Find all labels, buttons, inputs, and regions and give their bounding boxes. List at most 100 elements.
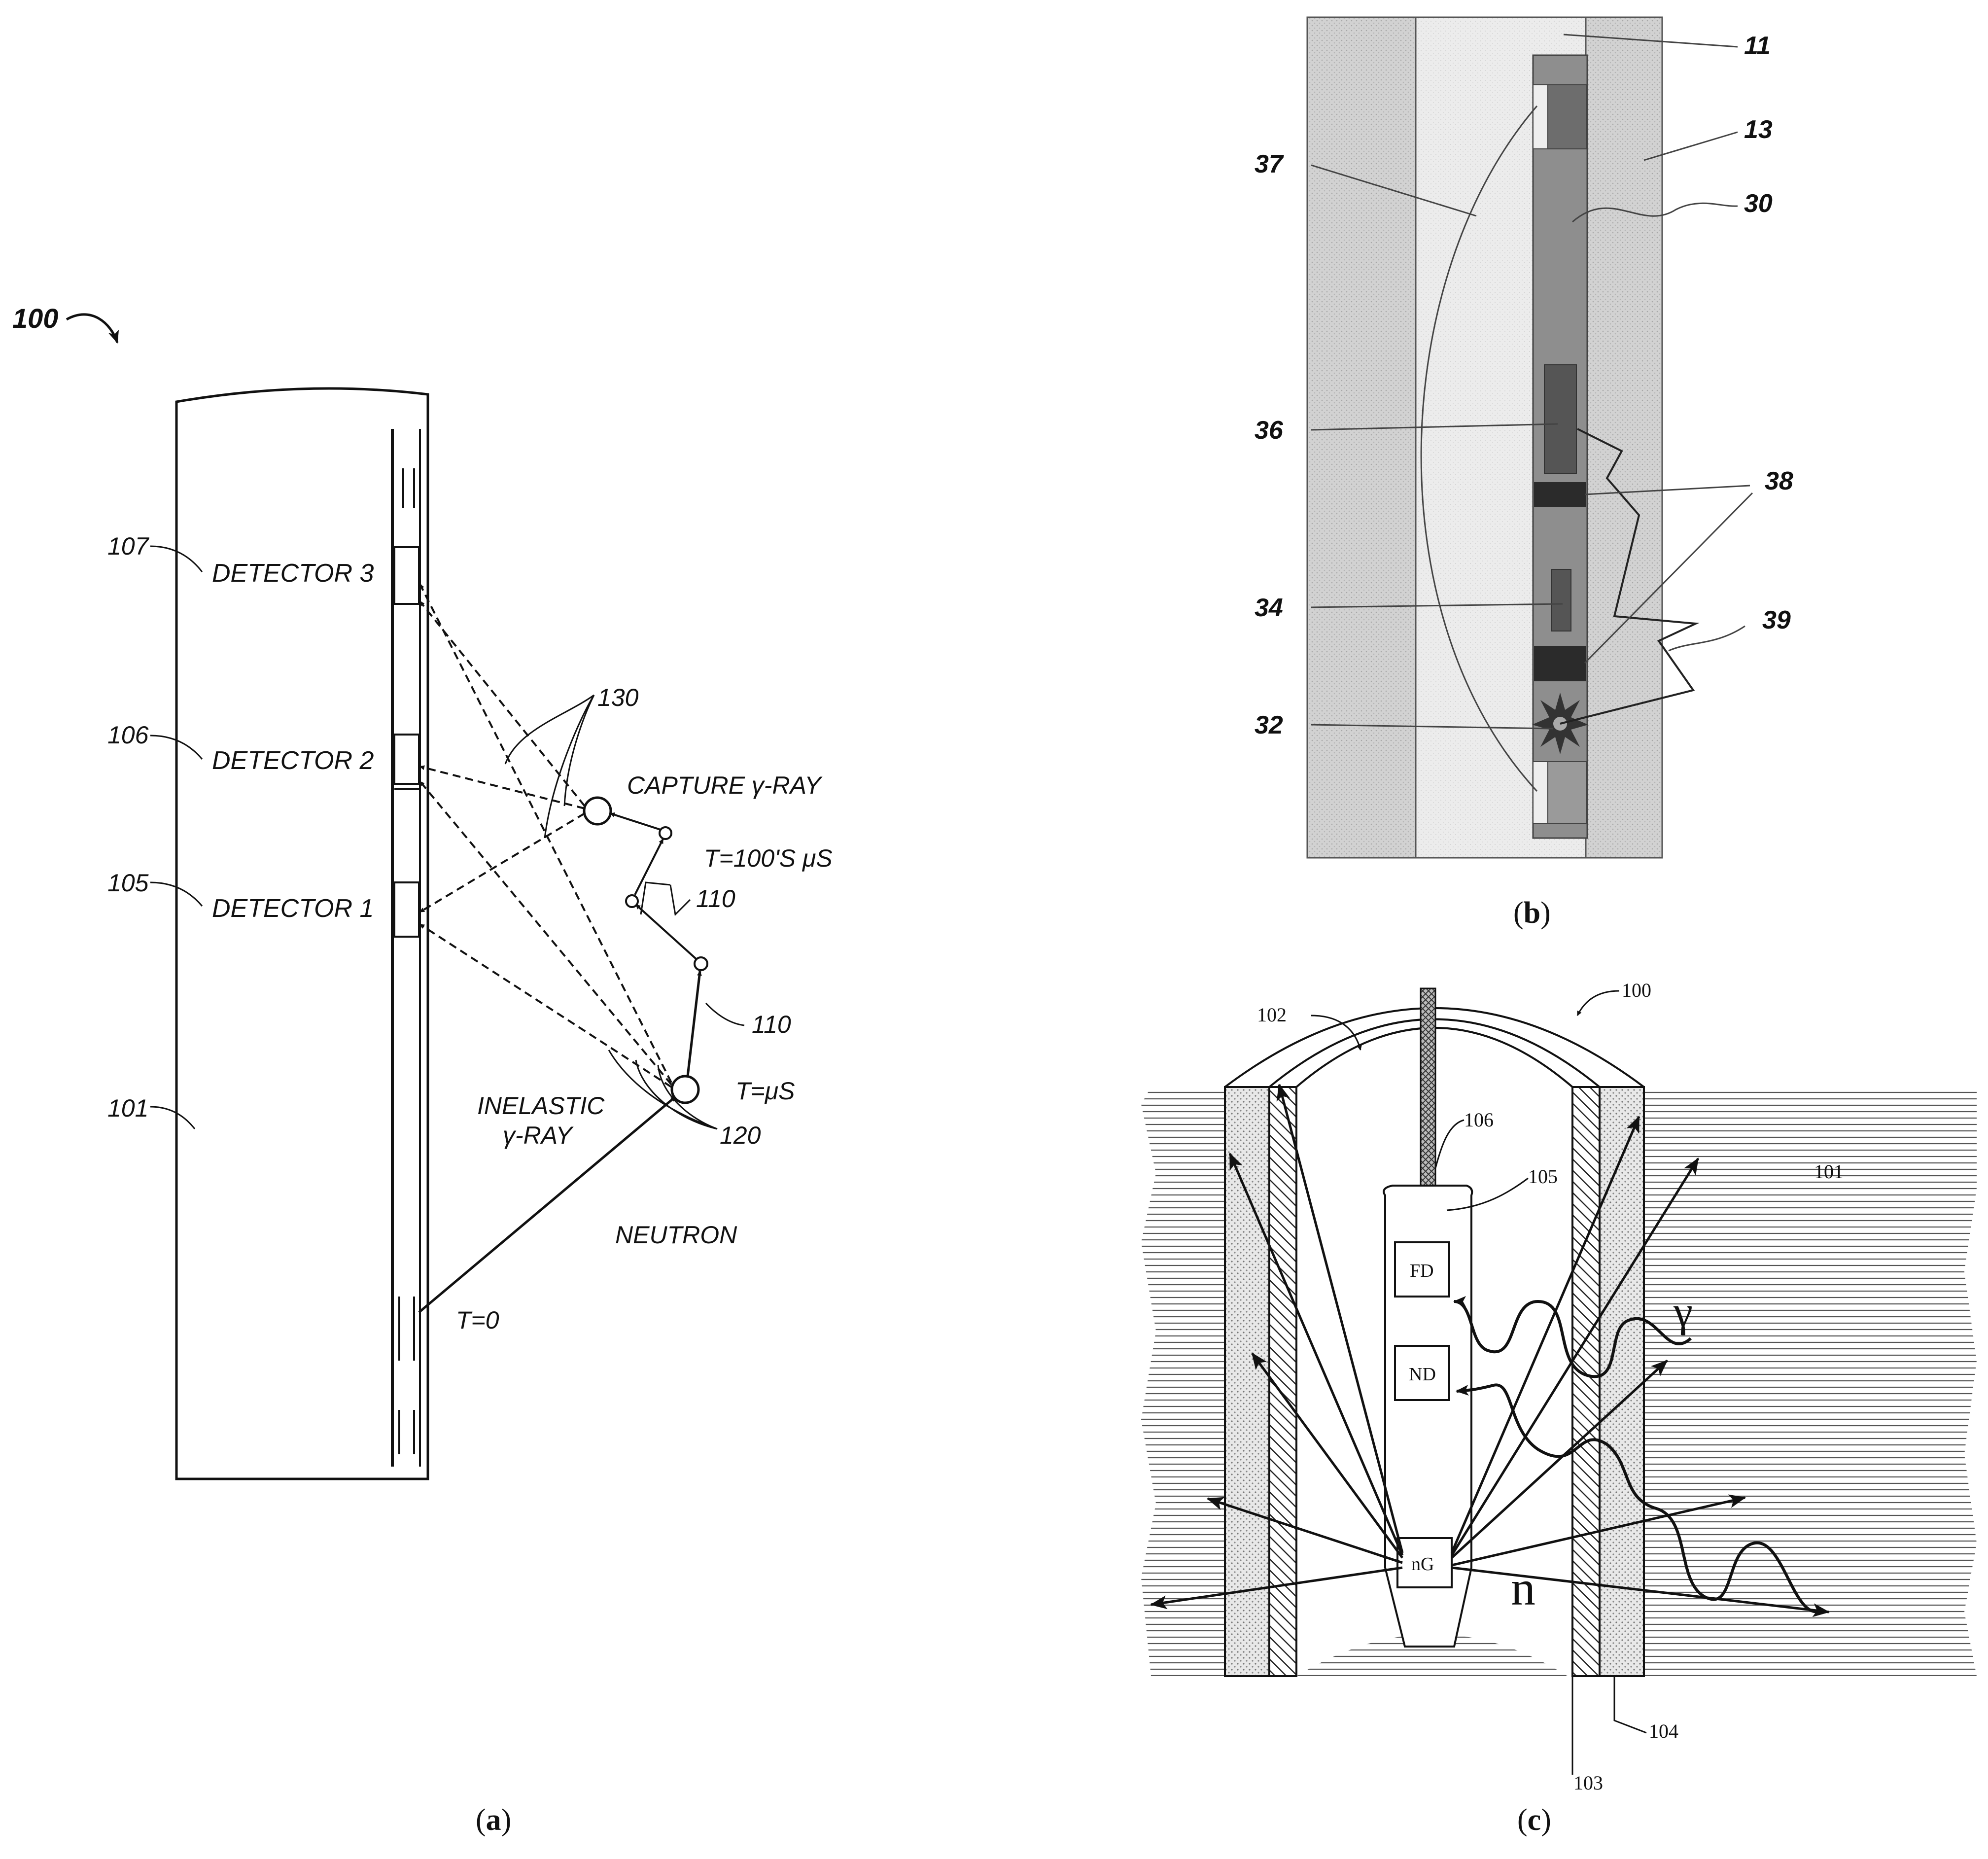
inelastic-label-line2: γ-RAY [503,1122,574,1149]
measurement-arc-37 [1420,105,1538,792]
ref-100-label: 100 [12,303,58,334]
ref-36-leader [1311,423,1558,431]
wireline-cable-106 [1420,987,1436,1196]
ref-105-leader [150,881,203,907]
cement-104-left [1224,1086,1270,1677]
neutron-path [418,1096,676,1313]
inelastic-ray-to-det3 [419,584,672,1083]
neutron-scatter-path [610,812,661,831]
ref-106-leader [1434,1119,1465,1169]
time-zero-label: T=0 [456,1306,499,1334]
ref-100-label: 100 [1622,979,1651,1001]
neutron-arrow [1150,1566,1403,1610]
ref-30-label: 30 [1744,189,1773,218]
ref-120-leader [635,1059,718,1130]
capture-event-circle [583,796,612,826]
ref-120-leader [657,1064,718,1130]
formation-left [1141,1087,1225,1676]
ref-101-label: 101 [107,1094,148,1122]
ref-110b-leader [705,1002,745,1026]
ref-36-label: 36 [1255,416,1284,445]
panel-a: 100 107 DETECTOR 3 106 DETECTOR 2 105 DE… [12,303,833,1837]
inelastic-ray-to-det2 [419,780,672,1086]
casing-103-right [1571,1086,1601,1677]
neutron-radiation-arrows [1150,1084,1830,1617]
ref-106-label: 106 [107,721,149,749]
ref-106-label: 106 [1464,1109,1494,1131]
neutron-symbol: n [1511,1561,1535,1615]
gamma-symbol: γ [1673,1288,1693,1336]
gamma-wave-to-nd [1456,1383,1825,1613]
neutron-arrow [1450,1116,1640,1553]
detector-2-box [393,734,420,785]
detector-3-label: DETECTOR 3 [212,559,374,588]
neutron-arrow [1207,1497,1403,1564]
ref-104-leader [1613,1676,1647,1734]
capture-ray-to-det1 [419,812,586,913]
ref-103-label: 103 [1573,1772,1603,1794]
gamma-rays [419,584,672,1088]
particle-path-39 [1560,428,1700,725]
ref-104-label: 104 [1649,1720,1678,1742]
shield-38-lower [1534,646,1586,681]
capture-ray-to-det2 [419,765,585,809]
panel-b: 11 13 37 30 36 38 34 39 32 (b) [1255,16,1793,930]
caption-c: (c) [1517,1803,1551,1837]
time-us-label: T=μS [735,1077,795,1105]
neutron-generator-box [1396,1537,1453,1588]
ref-100-arrow [66,313,119,344]
neutron-scatter-path [686,971,702,1077]
ref-34-label: 34 [1255,594,1283,622]
tool-body [175,387,429,1480]
neutron-arrow [1451,1360,1668,1559]
ref-37-leader [1311,164,1477,217]
ref-32-leader [1311,724,1553,730]
ref-101-label: 101 [1814,1160,1844,1183]
centralizer-bottom [1533,761,1548,824]
neutron-arrow [1450,1157,1700,1556]
detector-2-label: DETECTOR 2 [212,746,374,775]
ref-120-label: 120 [720,1122,761,1149]
ref-38-leader-a [1584,485,1750,495]
ref-101-leader [150,1106,196,1129]
formation-bottom [1296,1634,1568,1676]
ref-11-leader [1563,34,1738,48]
far-detector-box [1394,1241,1450,1298]
ref-39-leader [1668,625,1745,652]
neutron-arrow [1251,1352,1404,1559]
scatter-point [625,894,639,908]
neutron-scatter-path [635,904,697,960]
ref-107-leader [150,545,203,572]
ref-130-leader [544,695,595,839]
ref-38-label: 38 [1765,467,1793,495]
fd-label: FD [1410,1261,1434,1281]
nd-label: ND [1409,1364,1436,1385]
inelastic-event-circle [670,1075,700,1104]
ref-105-leader [1446,1177,1529,1211]
neutron-arrow [1228,1153,1404,1556]
near-detector-34 [1551,569,1571,631]
ref-120-leader [608,1050,718,1130]
detector-3-box [393,546,420,605]
ref-105-label: 105 [107,869,149,897]
ref-13-label: 13 [1744,115,1773,144]
shield-38-upper [1534,482,1586,507]
ref-110b-label: 110 [752,1011,791,1038]
centralizer-top [1533,84,1548,149]
ref-130-leader [504,694,594,765]
inelastic-ray-to-det1 [419,923,672,1088]
ref-130-label: 130 [597,684,639,711]
neutron-arrow [1276,1084,1404,1553]
scatter-point [694,956,708,971]
ng-label: nG [1411,1554,1434,1575]
ref-11-label: 11 [1744,32,1771,60]
ref-100-leader [1576,990,1620,1016]
neutron-scatter-path [634,839,664,895]
neutron-arrow [1451,1566,1830,1617]
inelastic-label-line1: INELASTIC [477,1092,605,1120]
formation-right [1627,1087,1977,1676]
detector-1-box [393,881,420,938]
ref-107-label: 107 [107,532,150,560]
ref-34-leader [1311,603,1563,608]
